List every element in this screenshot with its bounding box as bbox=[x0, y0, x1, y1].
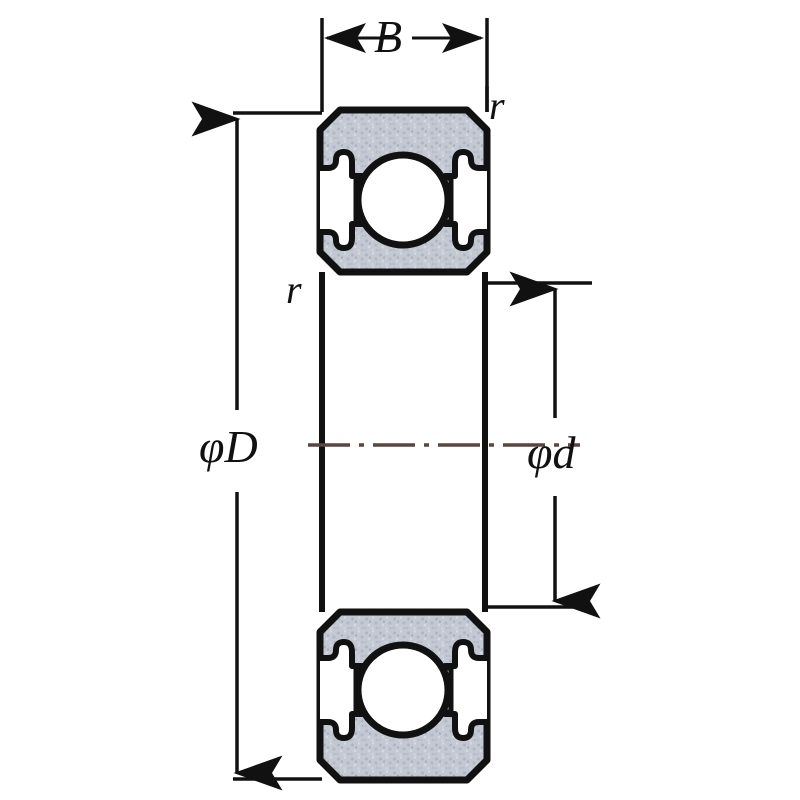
dimension-phiD bbox=[191, 101, 322, 791]
label-fillet-r-top: r bbox=[489, 83, 505, 128]
label-outer-diameter: φD bbox=[199, 421, 258, 472]
label-width-B: B bbox=[374, 11, 403, 62]
label-bore-diameter: φd bbox=[527, 427, 576, 478]
dimension-B bbox=[320, 18, 489, 112]
upper-ball bbox=[354, 151, 452, 249]
label-fillet-r-left: r bbox=[286, 267, 302, 312]
upper-race-assembly bbox=[316, 106, 491, 276]
lower-race-assembly bbox=[316, 608, 491, 784]
lower-ball bbox=[354, 641, 452, 739]
bore-side-walls bbox=[319, 272, 488, 612]
dimension-phid bbox=[485, 271, 601, 619]
